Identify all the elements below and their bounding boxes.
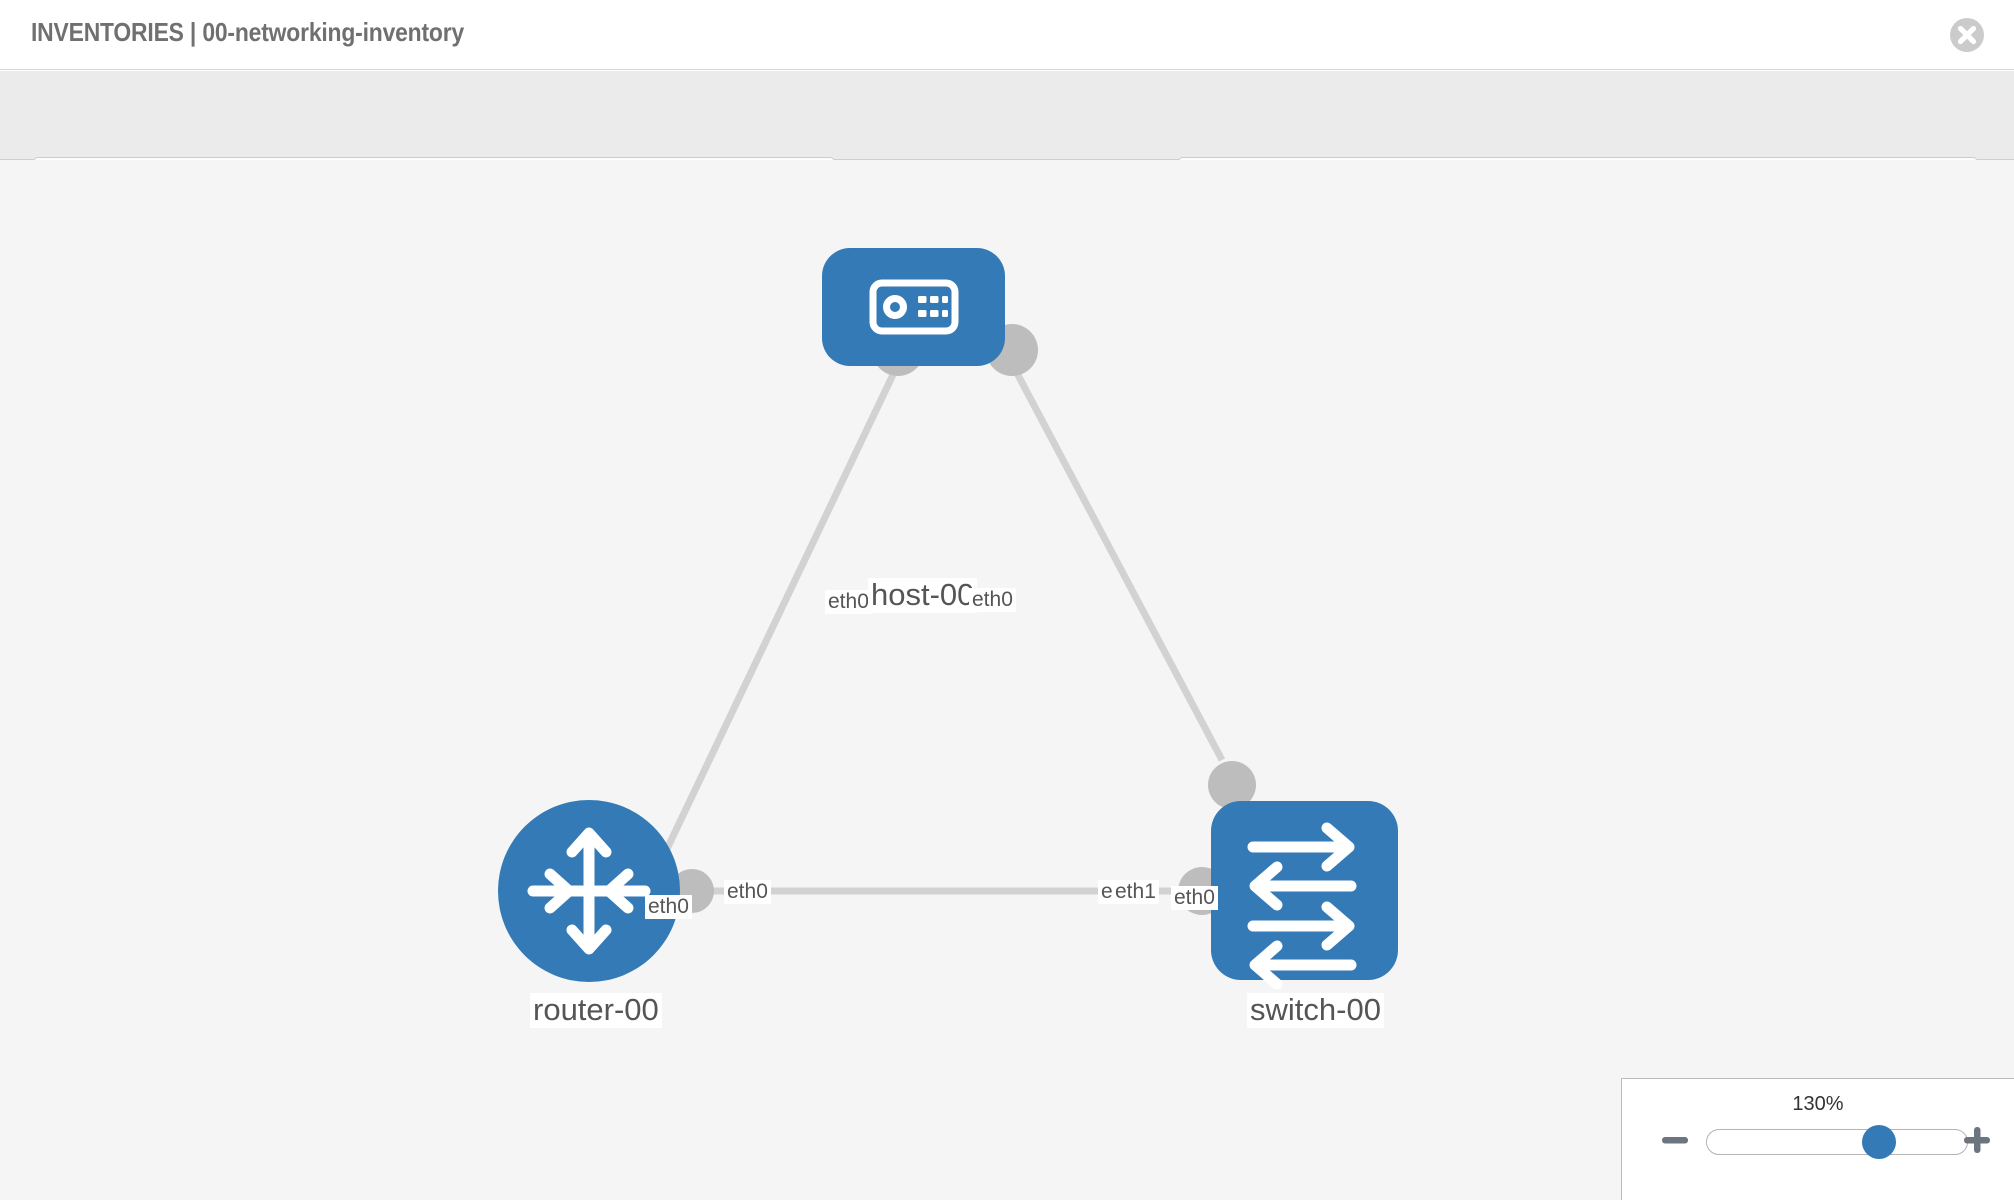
node-switch-00[interactable] [1211,801,1398,990]
topology-canvas[interactable]: eth0 host-00 eth0 eth0 eth0 eth0 eth0 et… [0,160,2014,1200]
zoom-slider[interactable] [1706,1125,1968,1159]
plus-icon[interactable] [1960,1123,1994,1157]
link-label-host00-eth0-left: eth0 [825,590,872,615]
zoom-control-panel: 130% [1621,1078,2014,1200]
page-header: INVENTORIES | 00-networking-inventory [0,0,2014,70]
zoom-percent-label: 130% [1792,1093,1844,1115]
link-label-switch00-eth0-uplink: eth0 [1171,886,1218,911]
link-label-router00-eth0: eth0 [724,880,771,905]
zoom-slider-thumb[interactable] [1862,1125,1896,1159]
node-label-host-00: host-00 [868,578,978,613]
link-label-router00-eth0-uplink: eth0 [645,895,692,920]
page-title: INVENTORIES | 00-networking-inventory [31,17,465,47]
node-label-switch-00: switch-00 [1247,993,1384,1028]
interface-endpoints [670,324,1256,915]
close-icon[interactable] [1946,14,1988,56]
endpoint-switch00-eth0 [1208,761,1256,809]
minus-icon[interactable] [1658,1123,1692,1157]
link-host00-switch00 [1006,358,1226,762]
node-router-00[interactable] [498,800,680,982]
node-host-00[interactable] [822,248,1005,366]
link-label-host00-eth0-right: eth0 [969,588,1016,613]
topology-graph [498,248,1398,990]
link-label-switch00-eth1: eth1 [1112,880,1159,905]
node-label-router-00: router-00 [530,993,662,1028]
toolbar: ACTIONS SEARCH [0,71,2014,209]
link-host00-router00 [641,358,904,897]
